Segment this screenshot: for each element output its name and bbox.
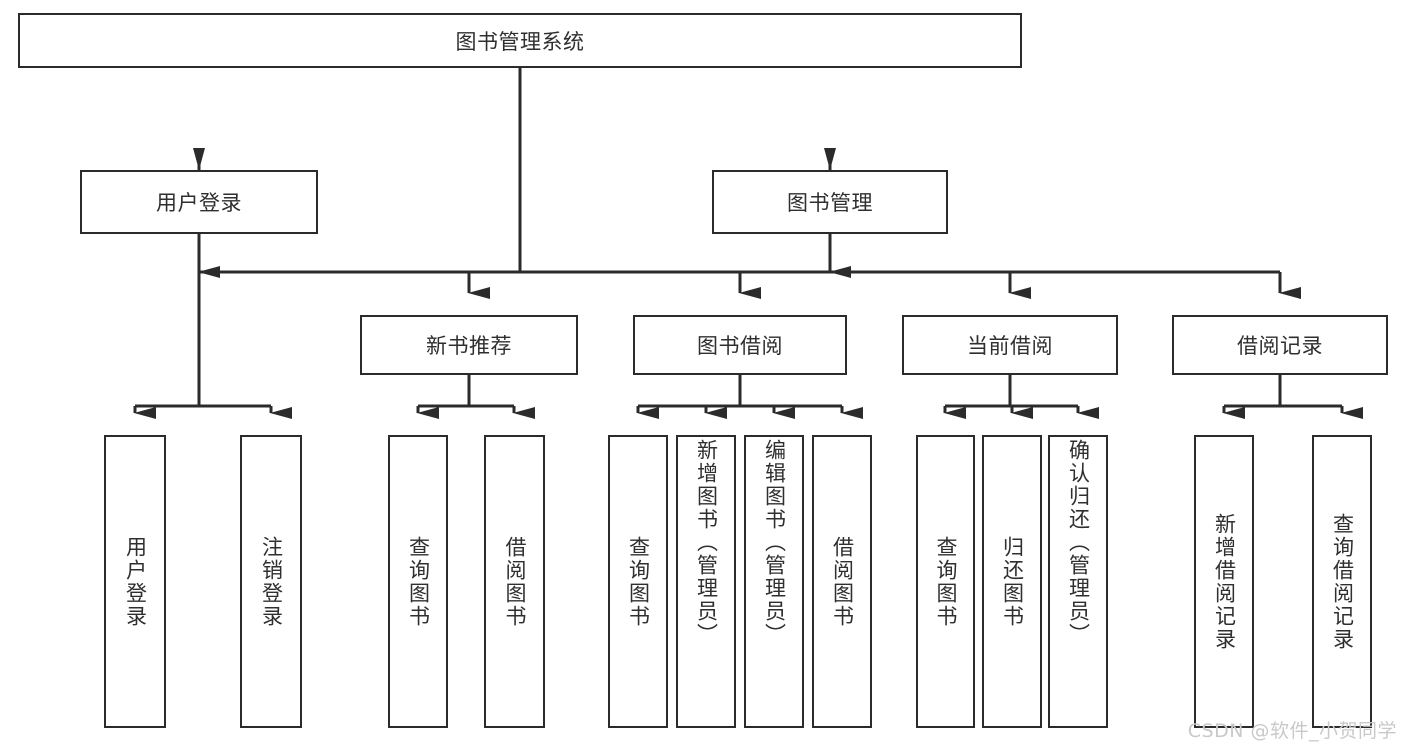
node-label: 查询图书 [626,535,651,628]
node-current-borrow[interactable]: 当前借阅 [902,315,1118,375]
node-label: 借阅图书 [503,535,527,628]
node-label: 新增图书（管理员） [694,439,719,646]
node-label: 新增借阅记录 [1212,512,1237,651]
node-leaf-rec-query-book[interactable]: 查询图书 [388,435,448,728]
node-label: 借阅图书 [830,535,855,628]
node-label: 当前借阅 [967,334,1053,358]
node-leaf-user-login[interactable]: 用户登录 [104,435,166,728]
node-label: 图书借阅 [697,334,783,358]
node-label: 新书推荐 [426,334,512,358]
node-user-login[interactable]: 用户登录 [80,170,318,234]
node-root[interactable]: 图书管理系统 [18,13,1022,68]
node-leaf-user-logout[interactable]: 注销登录 [240,435,302,728]
node-label: 查询借阅记录 [1330,512,1355,651]
node-leaf-rec-borrow-book[interactable]: 借阅图书 [484,435,545,728]
node-borrow-record[interactable]: 借阅记录 [1172,315,1388,375]
node-label: 用户登录 [123,535,148,628]
node-new-book-rec[interactable]: 新书推荐 [360,315,578,375]
node-leaf-current-return-book[interactable]: 归还图书 [982,435,1042,728]
node-label: 图书管理系统 [455,29,585,54]
node-label: 归还图书 [1000,535,1025,628]
node-label: 确认归还（管理员） [1066,439,1091,646]
node-label: 查询图书 [934,535,958,628]
node-label: 编辑图书（管理员） [762,439,787,646]
node-leaf-record-add[interactable]: 新增借阅记录 [1194,435,1254,728]
node-leaf-record-query[interactable]: 查询借阅记录 [1312,435,1372,728]
node-label: 借阅记录 [1237,334,1323,358]
node-label: 图书管理 [787,191,873,215]
node-book-borrow[interactable]: 图书借阅 [633,315,847,375]
csdn-watermark: CSDN @软件_小贺同学 [1187,720,1397,742]
node-label: 查询图书 [406,535,431,628]
node-leaf-borrow-borrow-book[interactable]: 借阅图书 [812,435,872,728]
node-leaf-borrow-add-book[interactable]: 新增图书（管理员） [676,435,736,728]
node-leaf-borrow-edit-book[interactable]: 编辑图书（管理员） [744,435,804,728]
node-leaf-borrow-query-book[interactable]: 查询图书 [608,435,668,728]
node-leaf-current-confirm-return[interactable]: 确认归还（管理员） [1048,435,1108,728]
node-label: 用户登录 [156,191,242,215]
node-book-manage[interactable]: 图书管理 [712,170,948,234]
node-leaf-current-query-book[interactable]: 查询图书 [916,435,975,728]
node-label: 注销登录 [259,535,284,628]
